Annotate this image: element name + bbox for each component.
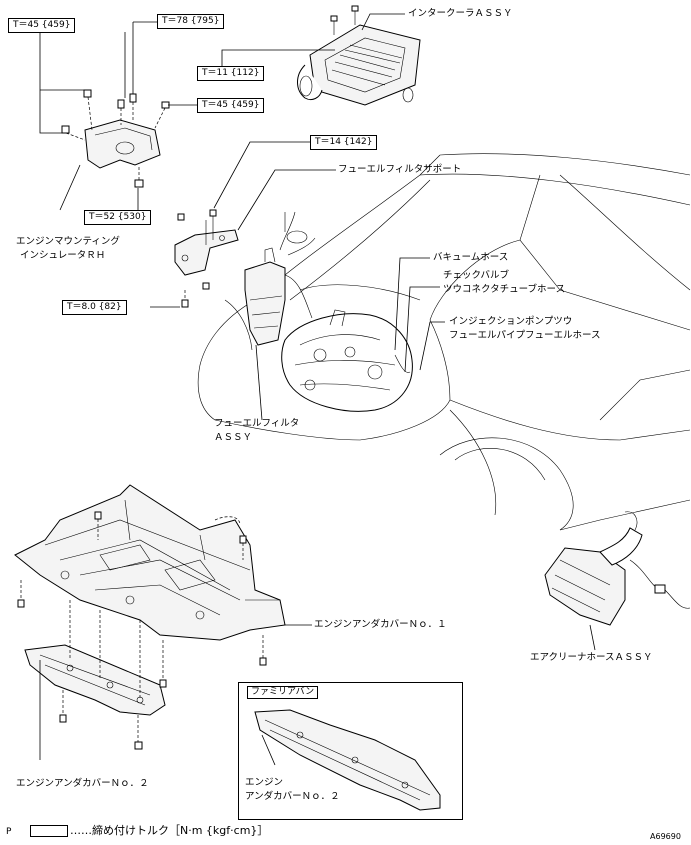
engine-under-cover-1-part xyxy=(14,484,286,666)
label-fuel-filter-line1: フューエルフィルタ xyxy=(214,418,300,429)
label-injection-line1: インジェクションポンプツウ xyxy=(449,316,573,327)
torque-mount-top: T＝78 {795} xyxy=(157,14,225,29)
torque-intercooler: T＝11 {112} xyxy=(197,66,265,81)
label-inset-cover-line1: エンジン xyxy=(245,777,284,788)
engine-assembly xyxy=(281,309,413,412)
legend-torque-box xyxy=(30,825,68,837)
torque-filter-support: T＝14 {142} xyxy=(310,135,378,150)
label-under-cover-2: エンジンアンダカバーＮｏ．２ xyxy=(16,778,149,789)
inset-title: ファミリアバン xyxy=(247,686,319,699)
air-cleaner-hose-part xyxy=(544,511,691,626)
legend-prefix: P xyxy=(6,827,12,837)
label-engine-mounting-line2: インシュレータＲＨ xyxy=(20,250,106,261)
engine-mounting-part xyxy=(61,89,170,188)
legend-text: ……締め付けトルク［N·m {kgf·cm}］ xyxy=(70,824,269,837)
label-fuel-filter-support: フューエルフィルタサポート xyxy=(338,164,462,175)
intercooler-part xyxy=(297,5,421,106)
vehicle-body-outline xyxy=(197,153,691,531)
familia-van-inset: ファミリアバン エンジン アンダカバーＮｏ．２ xyxy=(238,682,463,820)
label-vacuum-hose: バキュームホース xyxy=(433,252,509,263)
engine-under-cover-2-part xyxy=(24,600,167,750)
label-fuel-filter-line2: ＡＳＳＹ xyxy=(214,432,253,443)
label-engine-mounting-line1: エンジンマウンティング xyxy=(16,236,120,247)
leader-lines xyxy=(39,13,596,766)
label-intercooler: インタークーラＡＳＳＹ xyxy=(408,8,513,19)
figure-id: A69690 xyxy=(650,832,681,841)
torque-mount-bottom: T＝52 {530} xyxy=(84,210,152,225)
label-check-valve-line2: ツウコネクタチューブホース xyxy=(443,284,566,295)
torque-mount-right: T＝45 {459} xyxy=(197,98,265,113)
label-inset-cover-line2: アンダカバーＮｏ．２ xyxy=(245,791,340,802)
torque-filter-bracket: T＝8.0 {82} xyxy=(62,300,127,315)
label-check-valve-line1: チェックバルブ xyxy=(443,270,510,281)
torque-mount-left: T＝45 {459} xyxy=(8,18,76,33)
label-under-cover-1: エンジンアンダカバーＮｏ．１ xyxy=(314,619,447,630)
fuel-filter-part xyxy=(244,211,316,346)
fuel-filter-support-part xyxy=(174,209,239,308)
inset-cover-part xyxy=(254,709,441,811)
label-air-cleaner-hose: エアクリーナホースＡＳＳＹ xyxy=(530,652,653,663)
label-injection-line2: フューエルパイプフューエルホース xyxy=(449,330,601,341)
